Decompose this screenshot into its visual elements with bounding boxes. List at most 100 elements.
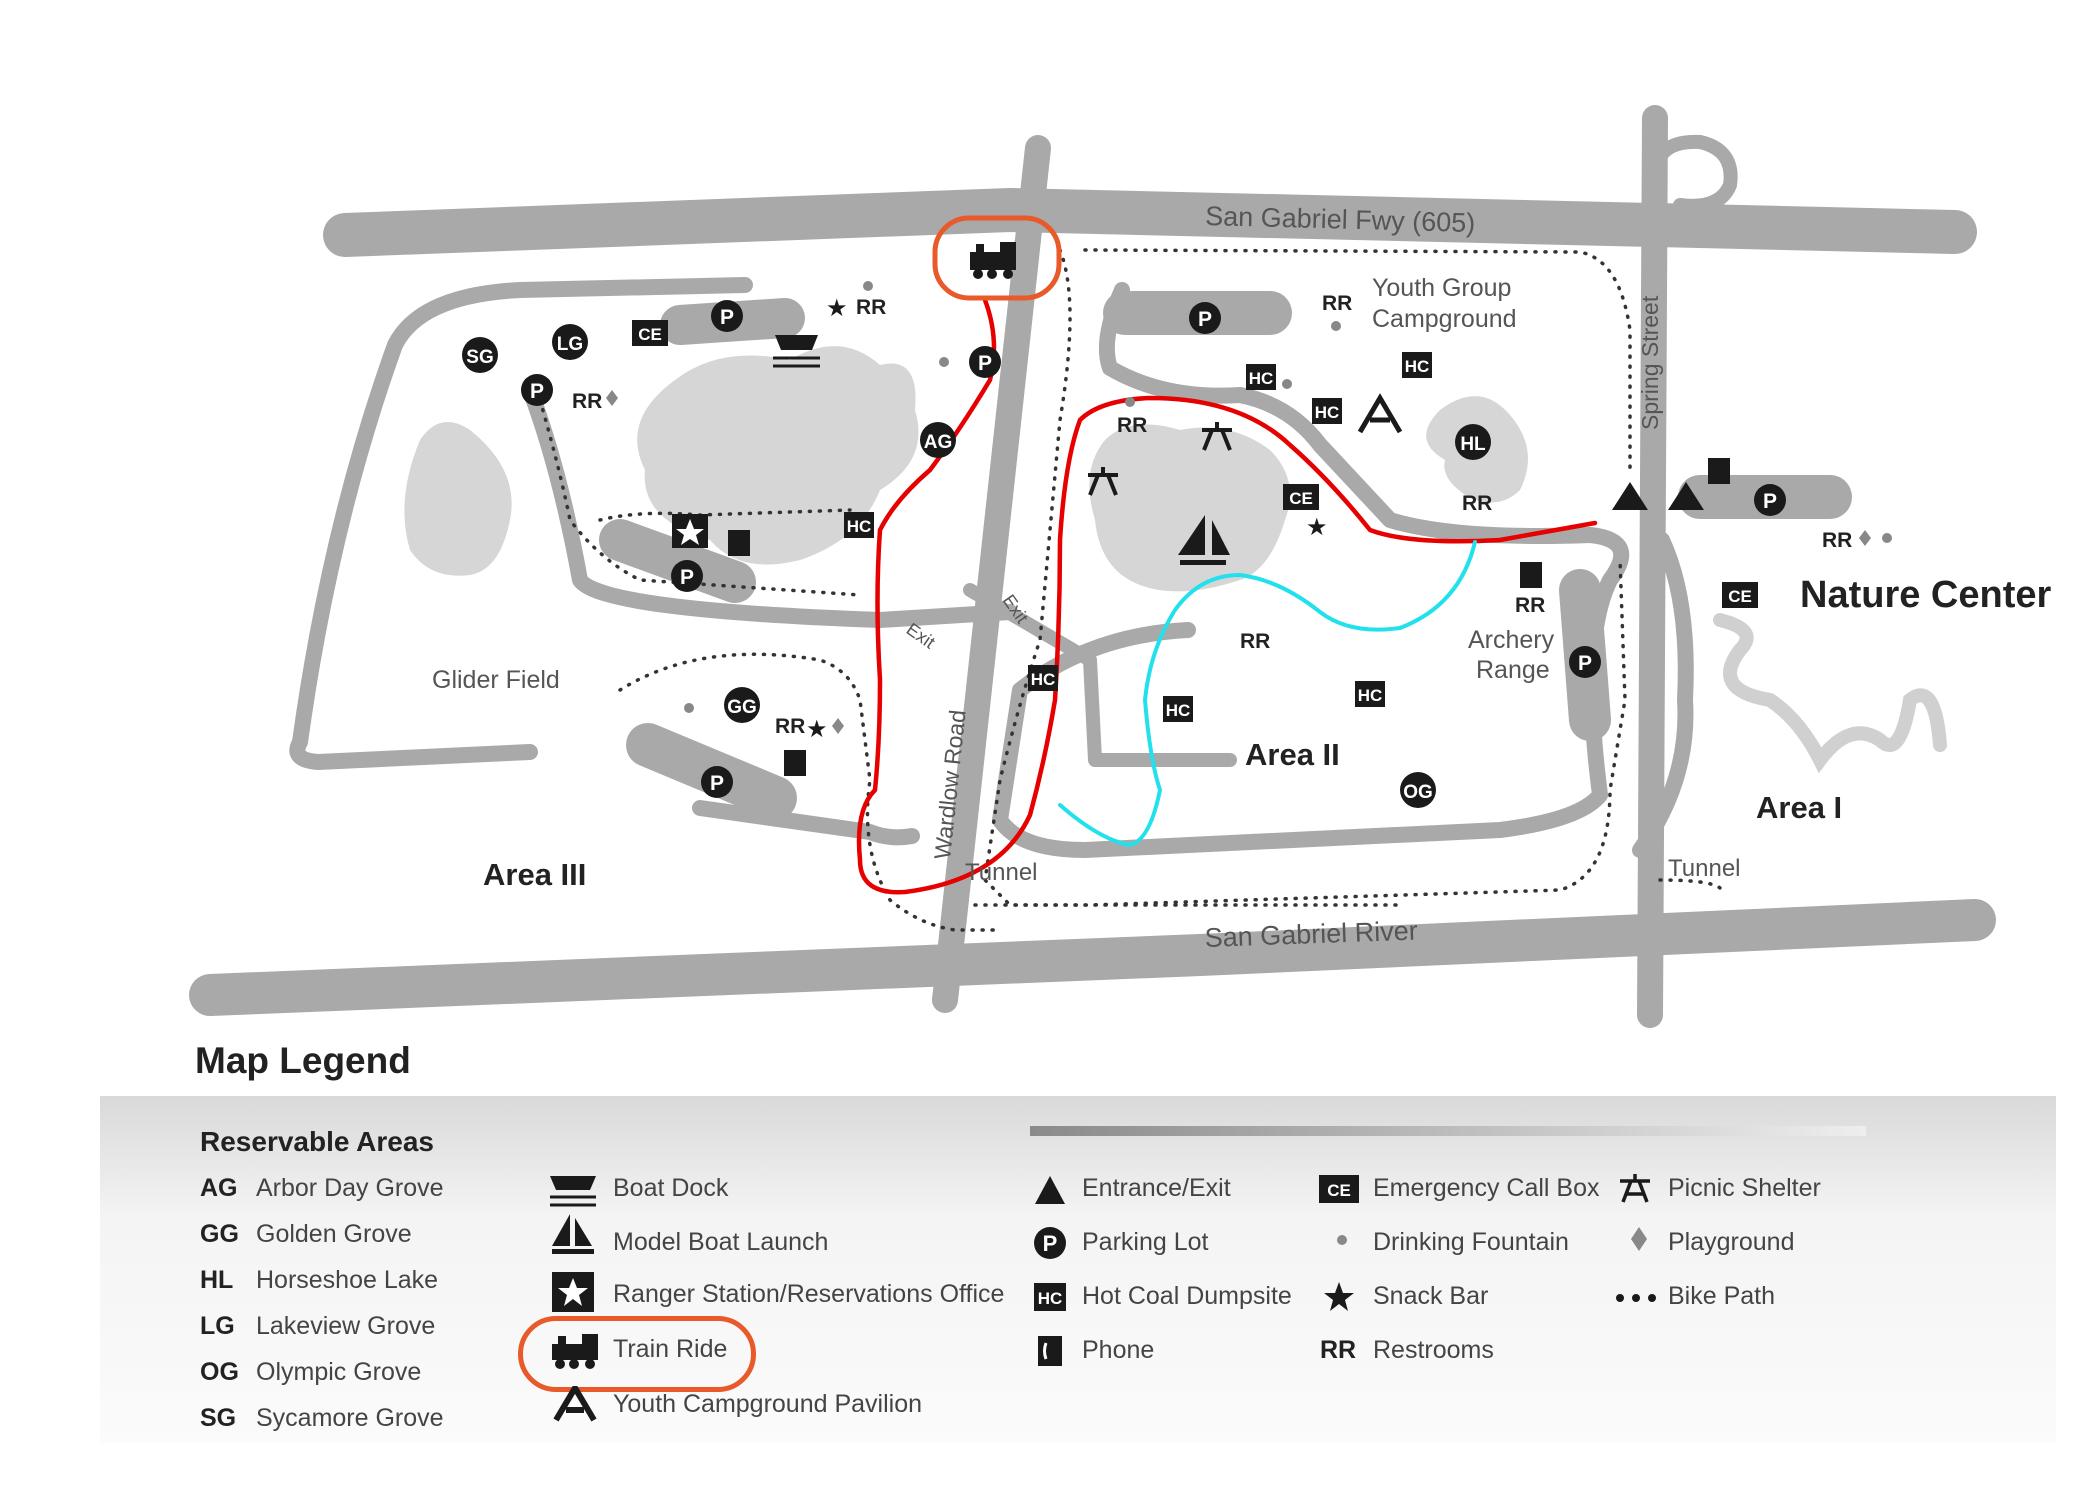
youth-group-label-2: Campground [1372,305,1517,333]
legend-train-ride-highlight [518,1316,756,1392]
playground-icon [1631,1227,1647,1251]
train-route-red [856,297,1598,895]
hot-coal-marker: HC [1355,681,1385,707]
svg-text:OG: OG [1403,782,1433,803]
bike-path-area-iii [538,398,1002,932]
area-i-label: Area I [1756,790,1842,825]
drinking-fountain-marker [863,281,873,291]
reservable-code: HL [200,1266,234,1294]
reservable-code: OG [200,1358,239,1386]
legend-label: Playground [1668,1228,1795,1256]
phone-marker [784,750,806,776]
emergency-call-box-icon: CE [1319,1175,1359,1203]
legend-label: Entrance/Exit [1082,1174,1231,1202]
nature-center-label: Nature Center [1800,574,2051,616]
reservable-code: AG [200,1174,238,1202]
snack-bar-marker: ★ [806,716,828,743]
horseshoe-lake-marker: HL [1455,424,1491,460]
svg-text:HC: HC [1315,403,1340,422]
legend-label: Restrooms [1373,1336,1494,1364]
picnic-shelter-marker [1202,422,1232,451]
svg-text:P: P [720,306,734,329]
legend-label: Boat Dock [613,1174,729,1202]
youth-campground-pavilion-icon [553,1386,597,1422]
legend-panel [100,1096,2056,1443]
restroom-marker: RR [1822,529,1852,552]
spring-street-label: Spring Street [1637,295,1663,430]
entrance-exit-icon [1035,1176,1065,1204]
restroom-marker: RR [1117,414,1147,437]
lake-area-ii [1089,424,1290,592]
svg-text:LG: LG [557,334,583,355]
svg-text:P: P [1763,490,1777,513]
boat-dock-marker [773,335,820,368]
svg-text:P: P [1198,308,1212,331]
legend-label: Bike Path [1668,1282,1776,1310]
wardlow-road [932,135,1051,1013]
cyan-route [1058,540,1477,847]
reservable-areas-heading: Reservable Areas [200,1126,435,1157]
parking-marker: P [521,374,553,406]
svg-text:HC: HC [1031,670,1056,689]
phone-icon [1038,1336,1062,1366]
emergency-call-box-marker: CE [1722,582,1758,608]
nature-center-stream [1713,613,1947,774]
svg-text:P: P [680,566,694,589]
legend-label: Picnic Shelter [1668,1174,1821,1202]
restroom-marker: RR [1322,292,1352,315]
svg-text:CE: CE [1728,587,1752,606]
reservable-name: Lakeview Grove [256,1312,436,1340]
svg-text:HL: HL [1460,434,1486,455]
parking-marker: P [969,346,1001,378]
olympic-grove-marker: OG [1400,772,1436,808]
reservable-code: GG [200,1220,239,1248]
legend-label: Drinking Fountain [1373,1228,1569,1256]
bike-path-south [973,878,1722,907]
drinking-fountain-marker [1282,379,1292,389]
legend-label: Model Boat Launch [613,1228,829,1256]
restrooms-icon: RR [1320,1336,1357,1364]
area-ii-diag-road [963,583,1237,767]
svg-text:HC: HC [1358,686,1383,705]
hot-coal-marker: HC [1312,398,1342,424]
emergency-call-box-marker: CE [632,320,668,346]
river-label: San Gabriel River [1204,916,1418,953]
svg-text:GG: GG [727,697,757,718]
reservable-name: Sycamore Grove [256,1404,444,1432]
drinking-fountain-marker [939,357,949,367]
svg-text:CE: CE [638,325,662,344]
svg-text:CE: CE [1327,1181,1351,1200]
restroom-marker: RR [1515,594,1545,617]
drinking-fountain-marker [1125,397,1135,407]
youth-campground-pavilion-marker [1357,393,1403,434]
legend-label: Ranger Station/Reservations Office [613,1280,1005,1308]
drinking-fountain-marker [1331,321,1341,331]
legend-divider-bar [1030,1126,1866,1136]
lakeview-grove-marker: LG [552,324,588,360]
model-boat-launch-marker [1178,515,1230,565]
area-iii-label: Area III [483,857,586,892]
youth-group-label-1: Youth Group [1372,274,1511,302]
area-iii-outer-road [289,277,753,770]
bike-path-area-ii [983,248,1627,907]
drinking-fountain-marker [1882,533,1892,543]
svg-text:AG: AG [924,432,953,453]
ranger-station-icon [552,1272,594,1312]
entrance-exit-marker [1668,482,1704,510]
parking-marker: P [1754,484,1786,516]
svg-text:P: P [1043,1231,1058,1256]
picnic-shelter-icon [1620,1174,1650,1203]
tunnel-west-label: Tunnel [965,859,1038,886]
legend-label: Hot Coal Dumpsite [1082,1282,1292,1310]
legend-label: Train Ride [613,1335,728,1363]
playground-marker [832,718,844,734]
entrance-exit-marker [1612,482,1648,510]
archery-label-1: Archery [1468,626,1555,654]
svg-text:CE: CE [1289,489,1313,508]
train-ride-highlight [932,215,1062,301]
reservable-name: Arbor Day Grove [256,1174,444,1202]
parking-marker: P [1189,302,1221,334]
snack-bar-icon [1324,1282,1354,1311]
hot-coal-marker: HC [844,512,874,538]
svg-text:HC: HC [1405,357,1430,376]
